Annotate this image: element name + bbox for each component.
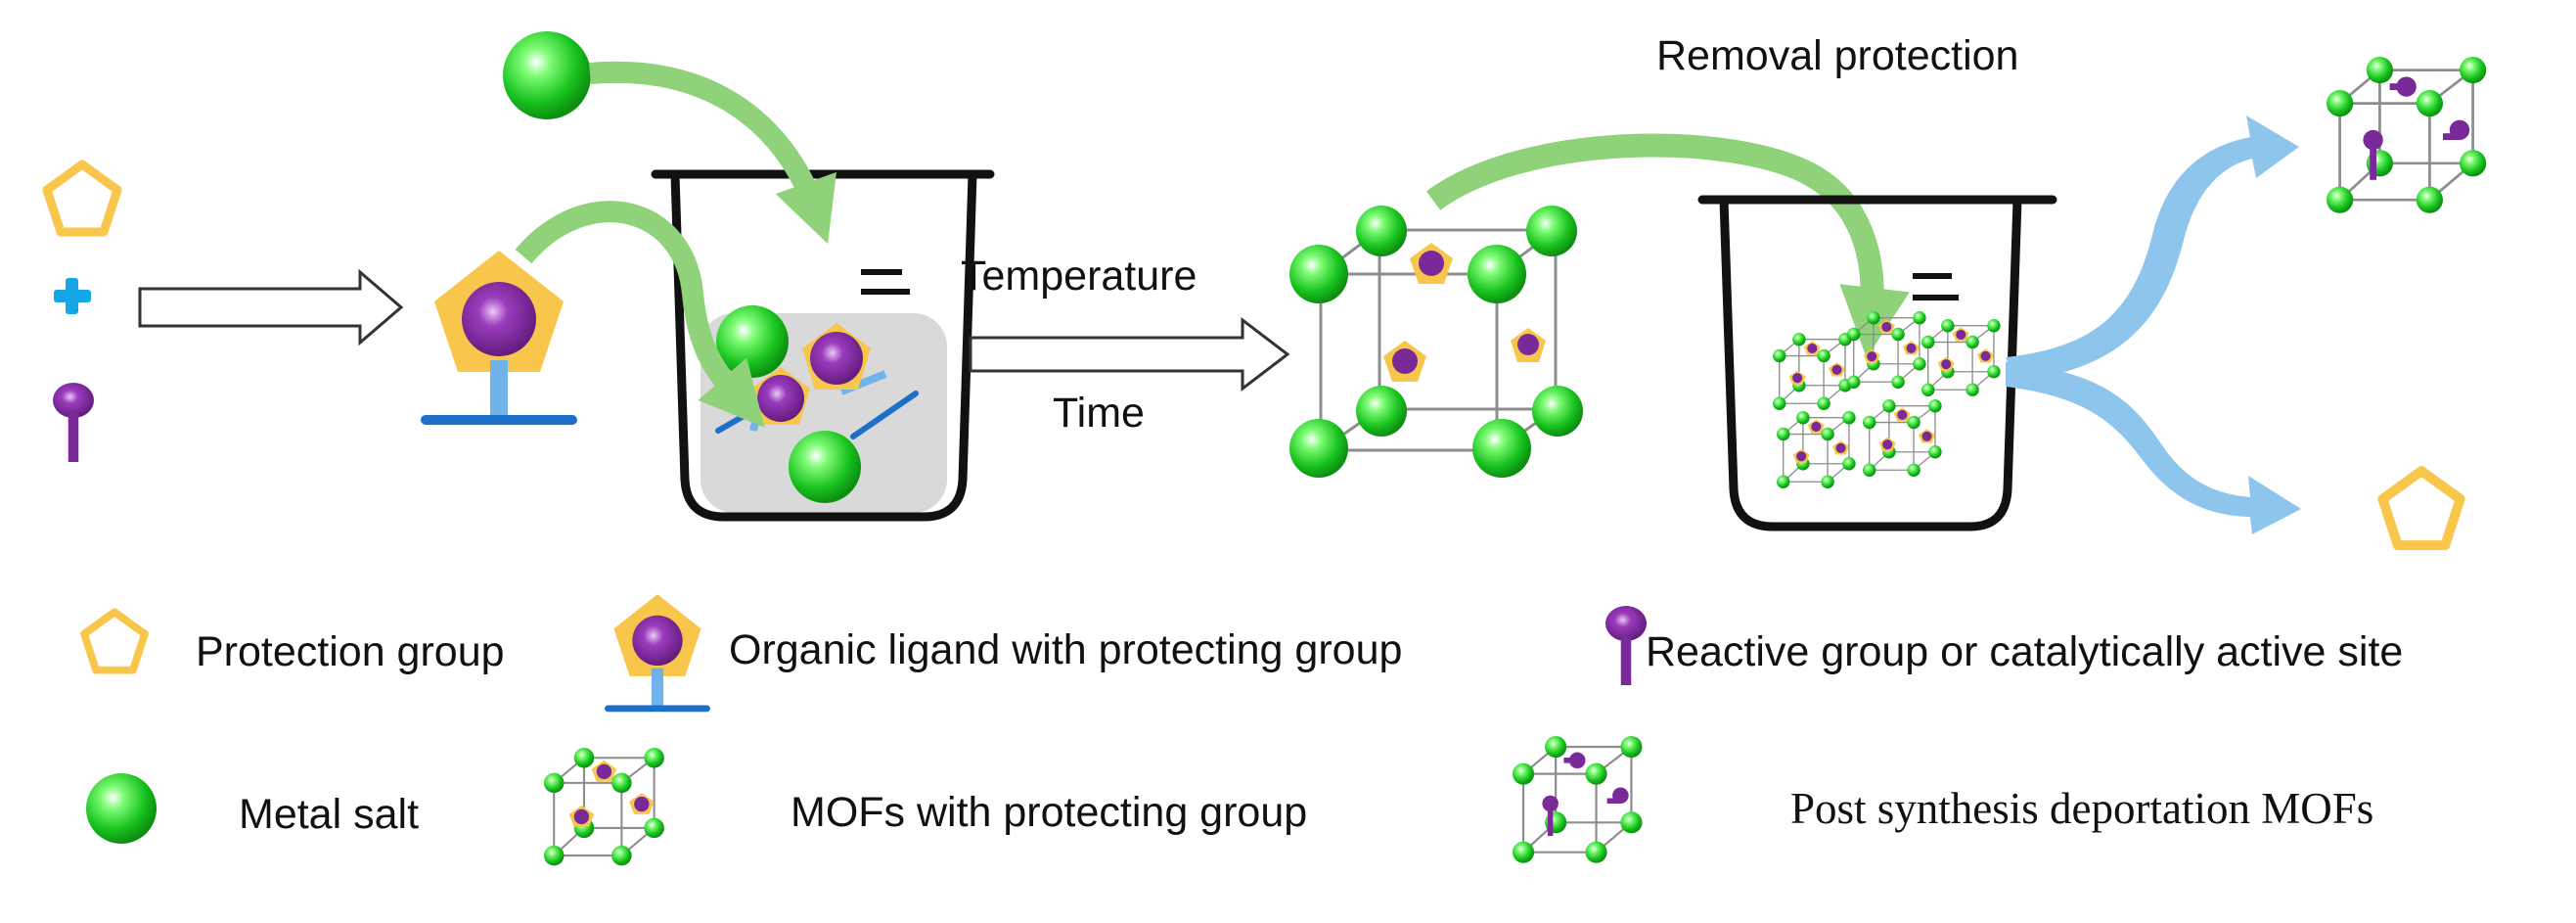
temperature-label: Temperature bbox=[961, 253, 1198, 300]
legend-post-synthesis: Post synthesis deportation MOFs bbox=[1790, 784, 2374, 833]
plus-icon bbox=[54, 278, 91, 314]
legend-protection-group: Protection group bbox=[196, 628, 505, 675]
legend-metal-salt: Metal salt bbox=[239, 791, 420, 838]
legend-ligand-icon bbox=[605, 594, 710, 713]
green-arrow-ligand bbox=[515, 201, 765, 428]
legend-mof-protecting-icon bbox=[544, 748, 664, 865]
green-arrow-metal bbox=[589, 61, 836, 245]
mof-crystal bbox=[1289, 206, 1583, 478]
hollow-arrow-2 bbox=[969, 316, 1290, 392]
legend-protection-icon bbox=[84, 612, 145, 669]
hollow-arrow-1 bbox=[138, 268, 404, 346]
green-arrow-removal bbox=[1425, 133, 1910, 358]
organic-ligand-icon bbox=[421, 251, 577, 425]
protection-group-icon bbox=[47, 164, 117, 232]
time-label: Time bbox=[1053, 390, 1145, 437]
legend-reactive-icon bbox=[1605, 606, 1647, 685]
reactive-group-icon bbox=[53, 383, 94, 462]
legend-reactive-group: Reactive group or catalytically active s… bbox=[1646, 628, 2404, 675]
legend-metal-salt-icon bbox=[86, 773, 157, 844]
deprotected-mof bbox=[2327, 57, 2486, 213]
blue-arrow-up bbox=[2006, 115, 2299, 382]
legend-organic-ligand: Organic ligand with protecting group bbox=[729, 626, 1403, 673]
beaker-2 bbox=[1697, 195, 2057, 531]
metal-salt-ball bbox=[503, 31, 591, 119]
removal-label: Removal protection bbox=[1656, 32, 2019, 79]
legend-mof-post-icon bbox=[1513, 736, 1642, 863]
blue-arrow-down bbox=[2006, 362, 2301, 534]
released-protection-group bbox=[2382, 471, 2460, 545]
legend-mofs-protecting: MOFs with protecting group bbox=[791, 789, 1308, 836]
